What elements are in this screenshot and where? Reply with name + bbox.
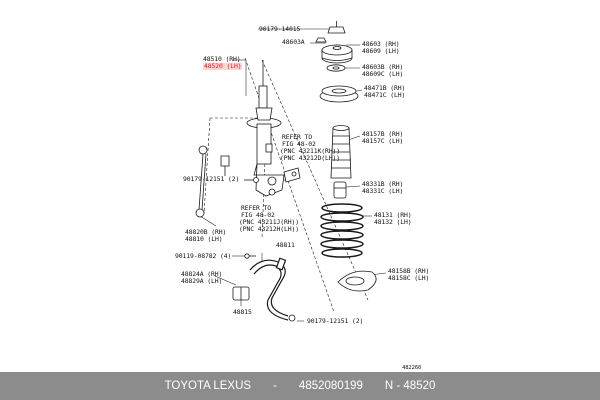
bolt-90119-shape [244,253,256,259]
stabilizer-bar-shape [249,257,289,321]
label-90179-12151-lower: 90179-12151 (2) [307,317,364,325]
dust-boot-shape [330,125,352,179]
bolt-90179-12151-shape [244,177,259,183]
label-48131-rh: 48131 (RH) [374,211,412,219]
nut-48603a-shape [315,37,327,43]
label-48158b-rh: 48158B (RH) [388,267,430,275]
washer-48603b [326,64,346,72]
label-48471b-rh: 48471B (RH) [364,84,406,92]
label-48132-lh: 48132 (LH) [374,218,412,226]
lower-insulator-shape [337,270,377,292]
stabilizer-link-shape [195,145,230,218]
label-48331b-rh: 48331B (RH) [362,180,404,188]
refer-note-2-line1: REFER TO [241,204,271,212]
label-48824a-rh: 48824A (RH) [181,270,223,278]
refer-note-2-line2: FIG 48-02 [241,211,275,219]
label-48815: 48815 [233,308,252,316]
bushing-shape [232,286,250,301]
footer-part-number: 4852080199 [298,380,363,392]
label-48510-rh: 48510 (RH) [203,55,241,63]
refer-note-1-line2: FIG 48-02 [282,140,316,148]
label-48609c-lh: 48609C (LH) [362,70,404,78]
label-90119-08782: 90119-08782 (4) [175,252,232,260]
diagram-drawing [195,21,387,322]
label-48603-rh: 48603 (RH) [362,40,400,48]
label-48820b-rh: 48820B (RH) [185,228,227,236]
footer-bar: TOYOTA LEXUS - 4852080199 N - 48520 [0,372,600,400]
label-48810-lh: 48810 (LH) [185,235,223,243]
label-90179-14015: 90179-14015 [259,25,301,33]
label-48157c-lh: 48157C (LH) [362,137,404,145]
figure-code: 482260 [402,365,422,371]
footer-n-label: N - 48520 [384,380,436,392]
strut-mount-shape [321,44,353,64]
coil-spring-shape [320,203,364,258]
refer-note-1-line3: (PNC 43211K(RH)) [280,147,340,155]
footer-separator: - [273,380,277,392]
upper-seat-shape [319,85,359,103]
refer-note-2-line3: (PNC 43211J(RH)) [239,218,299,226]
label-48811: 48811 [276,241,295,249]
nut-90179-bottom-shape [288,314,296,322]
top-nut-shape [327,21,346,34]
label-90179-12151-upper: 90179-12151 (2) [183,175,240,183]
footer-brand: TOYOTA LEXUS [164,380,252,392]
label-48158c-lh: 48158C (LH) [388,274,430,282]
shock-absorber-shape [246,60,301,197]
label-48520-lh-highlighted[interactable]: 48520 (LH) [203,62,243,70]
label-48829a-lh: 48829A (LH) [181,277,223,285]
label-48609-lh: 48609 (LH) [362,47,400,55]
label-48157b-rh: 48157B (RH) [362,130,404,138]
refer-note-2-line4: (PNC 43212H(LH)) [239,225,299,233]
refer-note-1-line4: (PNC 43212D(LH)) [280,154,340,162]
label-48603a: 48603A [282,38,305,46]
label-48331c-lh: 48331C (LH) [362,187,404,195]
bump-stopper-shape [333,181,347,199]
label-48471c-lh: 48471C (LH) [364,91,406,99]
label-48603b-rh: 48603B (RH) [362,63,404,71]
refer-note-1-line1: REFER TO [282,133,312,141]
